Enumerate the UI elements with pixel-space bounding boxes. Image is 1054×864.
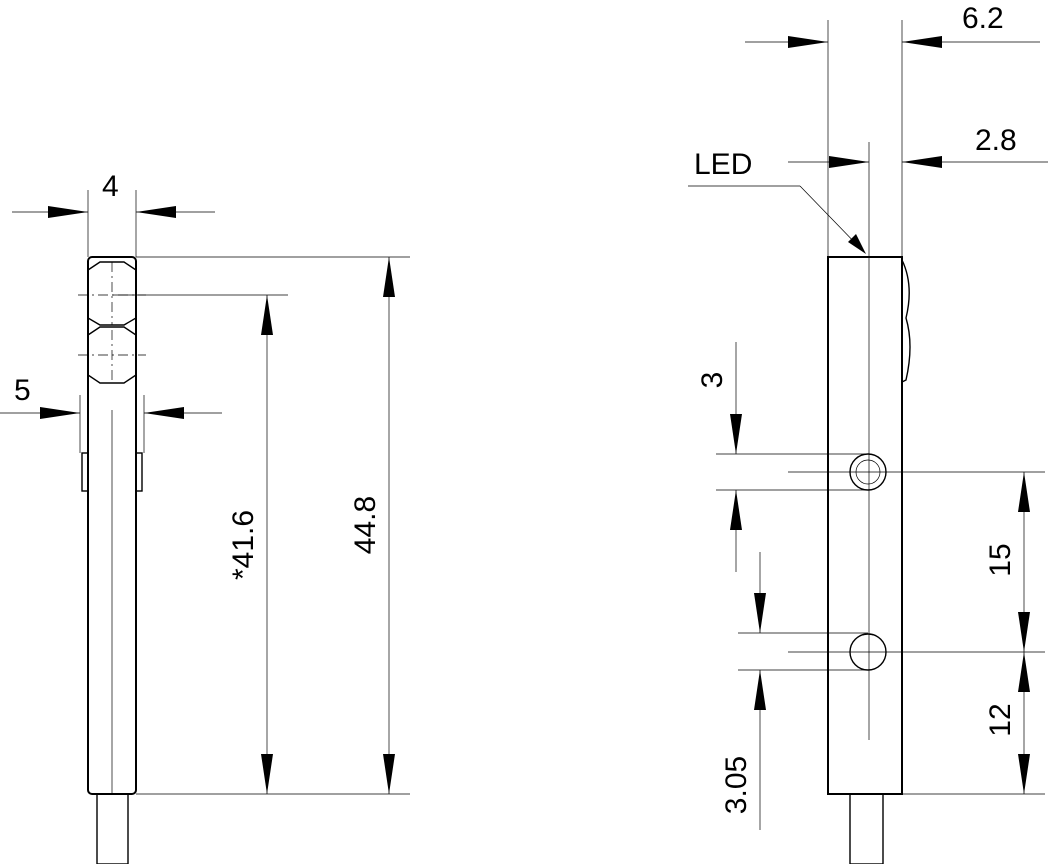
- front-clip-left: [81, 452, 89, 492]
- front-view: 4 5 *41.6 44.8: [0, 170, 410, 864]
- dim-width-4: 4: [102, 170, 119, 203]
- dim-hole-3: 3: [696, 372, 729, 389]
- dim-length-44-8: 44.8: [349, 496, 382, 554]
- dim-length-41-6: *41.6: [227, 510, 260, 580]
- dim-end-12: 12: [984, 703, 1017, 736]
- led-label: LED: [694, 148, 752, 181]
- dim-width-6-2: 6.2: [962, 2, 1004, 35]
- dim-hole-3-05: 3.05: [720, 756, 753, 814]
- side-cable: [849, 793, 884, 864]
- side-lens-bumps: [901, 259, 911, 383]
- front-head-lower: [87, 326, 137, 384]
- side-body: [827, 256, 903, 795]
- dim-pitch-15: 15: [984, 543, 1017, 576]
- side-view: 6.2 2.8 LED 3 15 12: [688, 2, 1048, 864]
- dim-slot-5: 5: [14, 374, 31, 407]
- front-cable: [96, 793, 129, 864]
- front-clip-right: [135, 452, 143, 492]
- dim-led-2-8: 2.8: [975, 124, 1017, 157]
- front-head-upper: [87, 261, 137, 326]
